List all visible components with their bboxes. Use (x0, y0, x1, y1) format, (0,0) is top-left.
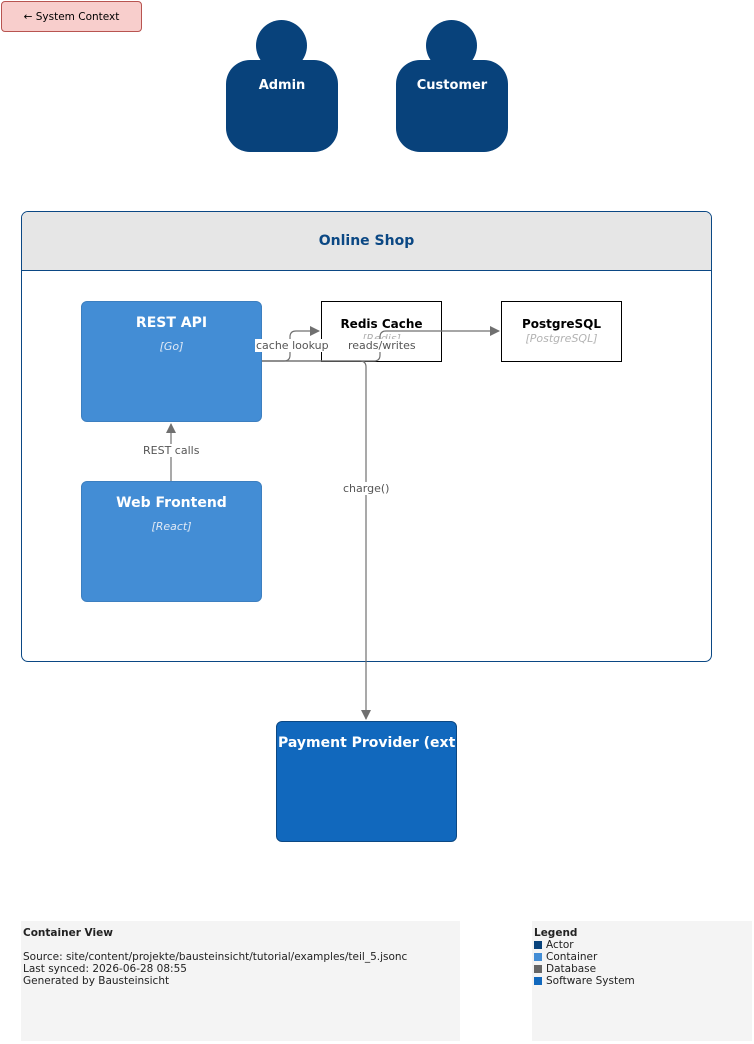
container-swatch-icon (534, 953, 542, 961)
legend-item: Database (534, 963, 750, 975)
view-title: Container View (23, 927, 113, 939)
database-title: PostgreSQL (521, 317, 602, 331)
legend-item: Actor (534, 939, 750, 951)
diagram-info-panel: Container View Source: site/content/proj… (21, 921, 460, 1041)
container-rest-api[interactable]: REST API [Go] (81, 301, 262, 422)
actor-admin[interactable]: Admin (226, 20, 338, 152)
actor-body-icon (396, 60, 508, 152)
edge-label-reads-writes: reads/writes (347, 339, 417, 352)
database-postgresql[interactable]: PostgreSQL [PostgreSQL] (501, 301, 622, 362)
actor-label: Customer (416, 78, 488, 93)
actor-swatch-icon (534, 941, 542, 949)
container-title: REST API (135, 315, 208, 331)
container-technology: [Go] (159, 340, 184, 353)
generator-note: Generated by Bausteinsicht (23, 975, 170, 987)
database-swatch-icon (534, 965, 542, 973)
legend-title: Legend (534, 927, 578, 939)
source-path: Source: site/content/projekte/bausteinsi… (23, 951, 408, 963)
legend-panel: Legend Actor Container Database Software… (532, 921, 752, 1041)
actor-label: Admin (258, 78, 306, 93)
container-technology: [React] (151, 520, 192, 533)
software-system-swatch-icon (534, 977, 542, 985)
last-synced: Last synced: 2026-06-28 08:55 (23, 963, 187, 975)
back-to-system-context-button[interactable]: ← System Context (1, 1, 142, 32)
database-redis-cache[interactable]: Redis Cache [Redis] (321, 301, 442, 362)
edge-label-cache-lookup: cache lookup (255, 339, 330, 352)
container-title: Web Frontend (116, 495, 227, 511)
system-title: Payment Provider (ext (278, 735, 456, 751)
edge-label-rest-calls: REST calls (142, 444, 201, 457)
legend-item: Software System (534, 975, 750, 987)
system-payment-provider[interactable]: Payment Provider (ext (276, 721, 457, 842)
legend-item: Container (534, 951, 750, 963)
actor-body-icon (226, 60, 338, 152)
actor-customer[interactable]: Customer (396, 20, 508, 152)
boundary-title: Online Shop (22, 212, 711, 271)
edge-label-charge: charge() (342, 482, 391, 495)
container-web-frontend[interactable]: Web Frontend [React] (81, 481, 262, 602)
database-technology: [PostgreSQL] (525, 332, 598, 345)
database-title: Redis Cache (340, 317, 423, 331)
